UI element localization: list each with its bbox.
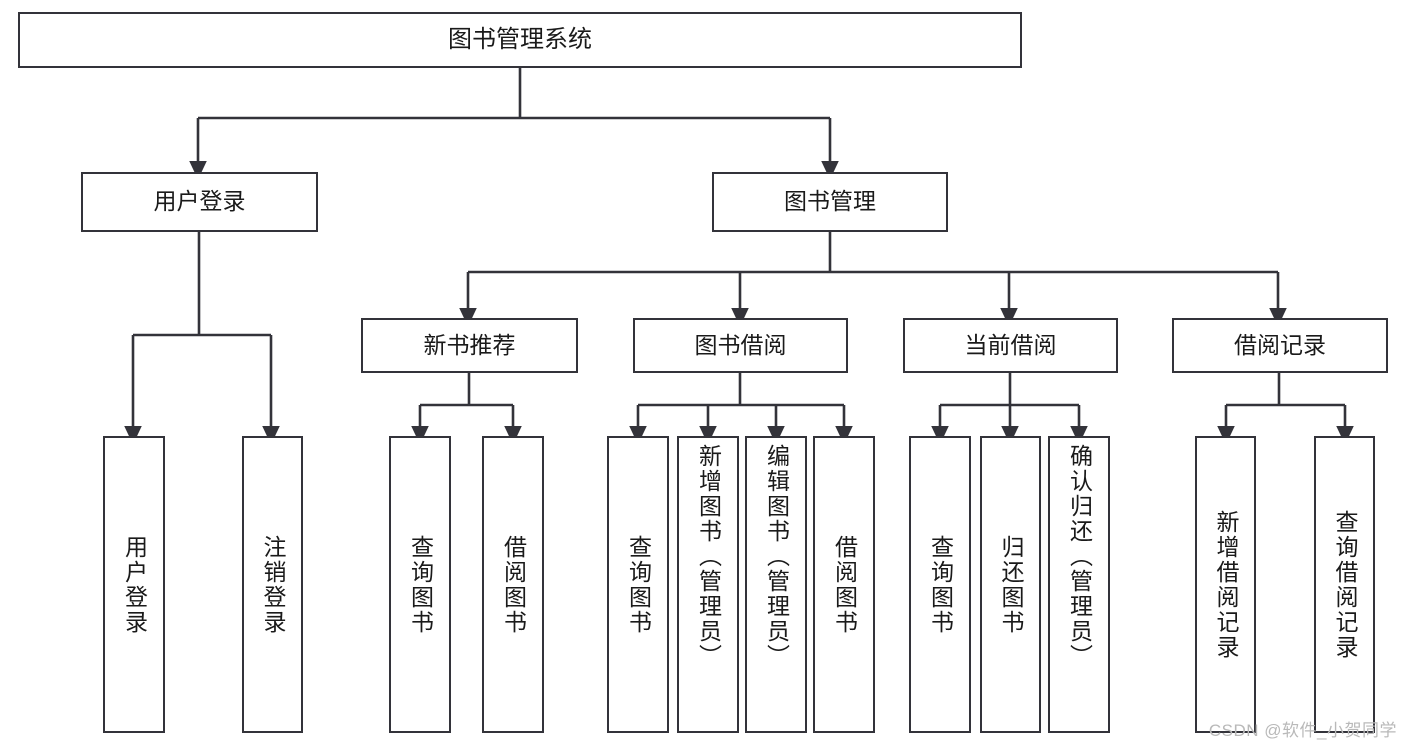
node-book-borrow[interactable]: 图书借阅 bbox=[633, 318, 848, 373]
node-book-borrow-label: 图书借阅 bbox=[694, 331, 787, 358]
node-root-label: 图书管理系统 bbox=[448, 25, 592, 53]
leaf-logout-label: 注销登录 bbox=[260, 534, 286, 635]
leaf-return-book-label: 归还图书 bbox=[998, 534, 1024, 635]
watermark-text: CSDN @软件_小贺同学 bbox=[1208, 721, 1397, 740]
node-new-book-recommend-label: 新书推荐 bbox=[423, 331, 516, 358]
leaf-add-borrow-record-label: 新增借阅记录 bbox=[1213, 509, 1239, 660]
leaf-query-borrow-record-label: 查询借阅记录 bbox=[1332, 509, 1358, 660]
node-root[interactable]: 图书管理系统 bbox=[18, 12, 1022, 68]
leaf-borrow-book[interactable]: 借阅图书 bbox=[813, 436, 875, 733]
node-book-management-label: 图书管理 bbox=[784, 188, 876, 215]
node-current-borrow[interactable]: 当前借阅 bbox=[903, 318, 1118, 373]
leaf-add-book-admin[interactable]: 新增图书（管理员） bbox=[677, 436, 739, 733]
node-borrow-records-label: 借阅记录 bbox=[1234, 331, 1326, 358]
leaf-confirm-return-admin-label: 确认归还（管理员） bbox=[1066, 444, 1093, 669]
leaf-new-book-query[interactable]: 查询图书 bbox=[389, 436, 451, 733]
leaf-logout[interactable]: 注销登录 bbox=[242, 436, 303, 733]
leaf-edit-book-admin[interactable]: 编辑图书（管理员） bbox=[745, 436, 807, 733]
node-user-login-label: 用户登录 bbox=[153, 188, 246, 215]
node-user-login[interactable]: 用户登录 bbox=[81, 172, 318, 232]
leaf-query-borrow-record[interactable]: 查询借阅记录 bbox=[1314, 436, 1375, 733]
node-current-borrow-label: 当前借阅 bbox=[964, 331, 1057, 358]
leaf-add-book-admin-label: 新增图书（管理员） bbox=[695, 444, 722, 669]
leaf-new-book-query-label: 查询图书 bbox=[407, 534, 434, 635]
leaf-current-query-label: 查询图书 bbox=[927, 534, 954, 635]
leaf-borrow-book-label: 借阅图书 bbox=[831, 534, 858, 635]
leaf-confirm-return-admin[interactable]: 确认归还（管理员） bbox=[1048, 436, 1110, 733]
leaf-borrow-query-label: 查询图书 bbox=[625, 534, 652, 635]
leaf-current-query[interactable]: 查询图书 bbox=[909, 436, 971, 733]
leaf-user-login[interactable]: 用户登录 bbox=[103, 436, 165, 733]
leaf-return-book[interactable]: 归还图书 bbox=[980, 436, 1041, 733]
node-book-management[interactable]: 图书管理 bbox=[712, 172, 948, 232]
node-new-book-recommend[interactable]: 新书推荐 bbox=[361, 318, 578, 373]
leaf-user-login-label: 用户登录 bbox=[121, 534, 148, 635]
leaf-edit-book-admin-label: 编辑图书（管理员） bbox=[763, 444, 790, 669]
leaf-new-book-borrow-label: 借阅图书 bbox=[500, 534, 527, 635]
leaf-add-borrow-record[interactable]: 新增借阅记录 bbox=[1195, 436, 1256, 733]
leaf-new-book-borrow[interactable]: 借阅图书 bbox=[482, 436, 544, 733]
leaf-borrow-query[interactable]: 查询图书 bbox=[607, 436, 669, 733]
node-borrow-records[interactable]: 借阅记录 bbox=[1172, 318, 1388, 373]
